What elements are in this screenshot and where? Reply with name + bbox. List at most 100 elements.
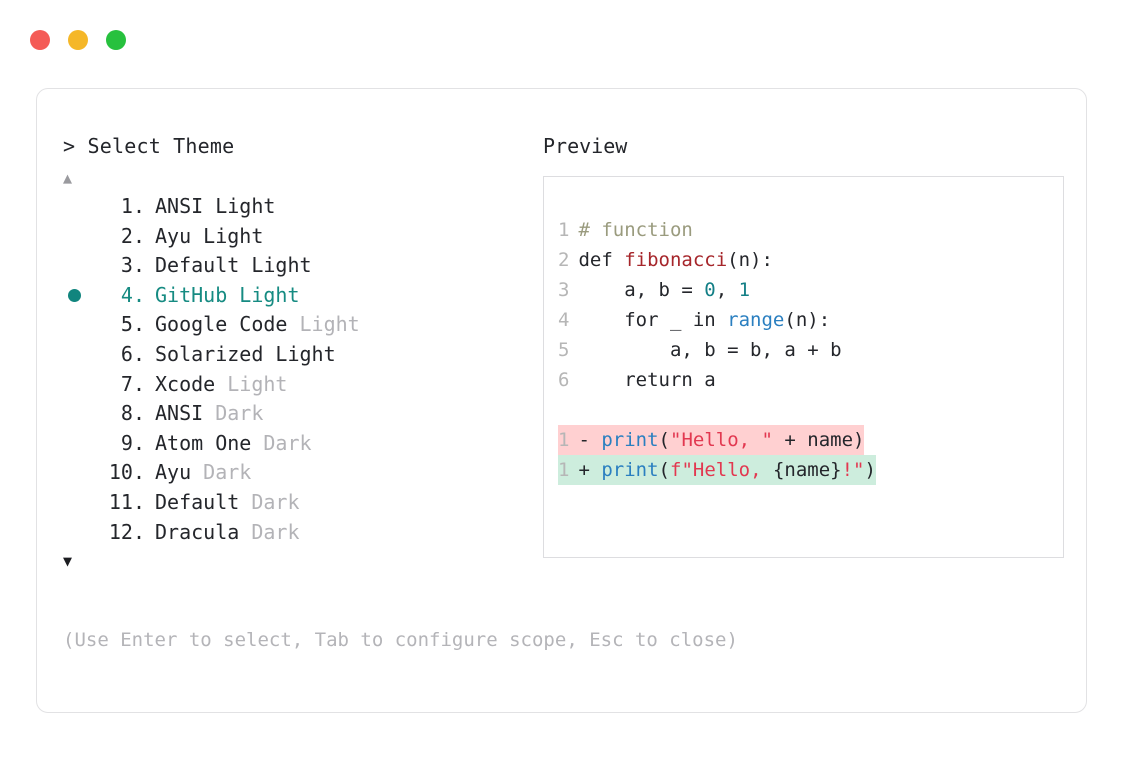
- line-number: 5: [558, 339, 570, 361]
- theme-item-variant: Dark: [251, 489, 300, 514]
- code-token: a, b = b, a + b: [578, 339, 842, 361]
- code-token: range: [727, 309, 785, 331]
- theme-item-index: 7.: [120, 371, 145, 396]
- theme-item-index: 9.: [120, 430, 145, 455]
- theme-item-name: Xcode: [155, 371, 216, 396]
- theme-item-variant: Light: [239, 282, 300, 307]
- theme-item-variant: Dark: [203, 460, 252, 485]
- theme-item-variant: Light: [227, 371, 288, 396]
- diff-token: (: [658, 429, 670, 451]
- theme-item-index: 5.: [120, 312, 145, 337]
- theme-list-item[interactable]: 6.Solarized Light: [63, 340, 533, 370]
- code-token: 1: [738, 279, 751, 301]
- line-number: 4: [558, 309, 570, 331]
- code-token: return a: [578, 369, 716, 391]
- maximize-button[interactable]: [106, 30, 126, 50]
- spacer: [191, 458, 203, 488]
- theme-item-variant: Light: [251, 253, 312, 278]
- spacer: [239, 518, 251, 548]
- code-token: (n):: [727, 249, 773, 271]
- theme-item-variant: Dark: [251, 519, 300, 544]
- diff-token: print: [601, 429, 659, 451]
- line-number: 1: [558, 429, 570, 451]
- code-line: 1 # function: [558, 215, 693, 245]
- code-token: # function: [578, 219, 693, 241]
- scroll-down-icon[interactable]: ▼: [63, 552, 73, 571]
- code-line: 4 for _ in range(n):: [558, 305, 830, 335]
- spacer: [203, 399, 215, 429]
- line-number: 1: [558, 459, 570, 481]
- theme-list-item[interactable]: 5. Google Code Light: [63, 310, 533, 340]
- close-button[interactable]: [30, 30, 50, 50]
- diff-sign: -: [578, 429, 602, 451]
- code-token: fibonacci: [624, 249, 728, 271]
- theme-selector-card: > Select Theme ▲ 1. ANSI Light 2. Ayu Light…: [36, 88, 1087, 713]
- theme-item-index: 8.: [120, 401, 145, 426]
- line-number: 2: [558, 249, 570, 271]
- theme-item-index: 1.: [120, 194, 145, 218]
- theme-item-index: 10.: [108, 460, 145, 485]
- theme-item-variant: Light: [299, 312, 360, 337]
- theme-list-item[interactable]: 9.Atom One Dark: [63, 429, 533, 459]
- spacer: [251, 429, 263, 459]
- preview-title: Preview: [543, 134, 628, 158]
- spacer: [227, 281, 239, 311]
- theme-list-item[interactable]: 8.ANSI Dark: [63, 399, 533, 429]
- line-number: 1: [558, 219, 570, 241]
- theme-list-item[interactable]: 2.Ayu Light: [63, 222, 533, 252]
- theme-item-name: Ayu: [155, 460, 192, 485]
- theme-item-name: GitHub: [155, 282, 228, 307]
- theme-list-item[interactable]: 1. ANSI Light: [63, 192, 533, 222]
- panes: > Select Theme ▲ 1. ANSI Light 2. Ayu Light…: [37, 89, 1086, 712]
- theme-list-item[interactable]: 7. Xcode Light: [63, 370, 533, 400]
- theme-item-name: Dracula: [155, 519, 240, 544]
- theme-list-item[interactable]: 12. Dracula Dark: [63, 518, 533, 548]
- code-line: 6 return a: [558, 365, 716, 395]
- theme-list-item[interactable]: 10. Ayu Dark: [63, 458, 533, 488]
- theme-item-name: ANSI: [155, 194, 204, 218]
- code-line: 3 a, b = 0, 1: [558, 275, 750, 305]
- theme-item-index: 12.: [108, 519, 145, 544]
- spacer: [287, 310, 299, 340]
- spacer: [215, 370, 227, 400]
- theme-list-item[interactable]: 11. Default Dark: [63, 488, 533, 518]
- minimize-button[interactable]: [68, 30, 88, 50]
- code-token: for _ in: [578, 309, 728, 331]
- theme-list-item[interactable]: 4. GitHub Light: [63, 281, 533, 311]
- theme-item-index: 4.: [120, 282, 145, 307]
- keyboard-hint: (Use Enter to select, Tab to configure s…: [63, 629, 738, 651]
- theme-item-name: Google Code: [155, 312, 288, 337]
- line-number: 6: [558, 369, 570, 391]
- code-token: a, b =: [578, 279, 705, 301]
- scroll-up-icon[interactable]: ▲: [63, 169, 73, 187]
- spacer: [203, 192, 215, 222]
- spacer: [239, 251, 251, 281]
- theme-item-index: 2.: [120, 223, 145, 248]
- theme-item-index: 3.: [120, 253, 145, 278]
- diff-token: + name): [772, 429, 865, 451]
- code-line: 5 a, b = b, a + b: [558, 335, 842, 365]
- theme-list-pane: > Select Theme ▲ 1. ANSI Light 2. Ayu Light…: [63, 133, 533, 573]
- theme-item-name: Default: [155, 489, 240, 514]
- prompt-symbol: >: [63, 134, 76, 158]
- spacer: [191, 222, 203, 252]
- theme-item-name: Solarized: [155, 341, 264, 366]
- code-token: (n):: [784, 309, 831, 331]
- code-token: 0: [704, 279, 716, 301]
- code-token: ,: [715, 279, 739, 301]
- theme-item-variant: Light: [215, 194, 276, 218]
- theme-list-item[interactable]: 3.Default Light: [63, 251, 533, 281]
- diff-token: print: [601, 459, 659, 481]
- theme-item-name: Ayu: [155, 223, 192, 248]
- diff-token: (: [658, 459, 670, 481]
- diff-token: "Hello, ": [670, 429, 773, 451]
- prompt-line: > Select Theme: [63, 133, 533, 159]
- diff-body: 1- print("Hello, " + name)1+ print(f"Hel…: [558, 425, 1063, 485]
- theme-item-index: 11.: [108, 489, 145, 514]
- line-number: 3: [558, 279, 570, 301]
